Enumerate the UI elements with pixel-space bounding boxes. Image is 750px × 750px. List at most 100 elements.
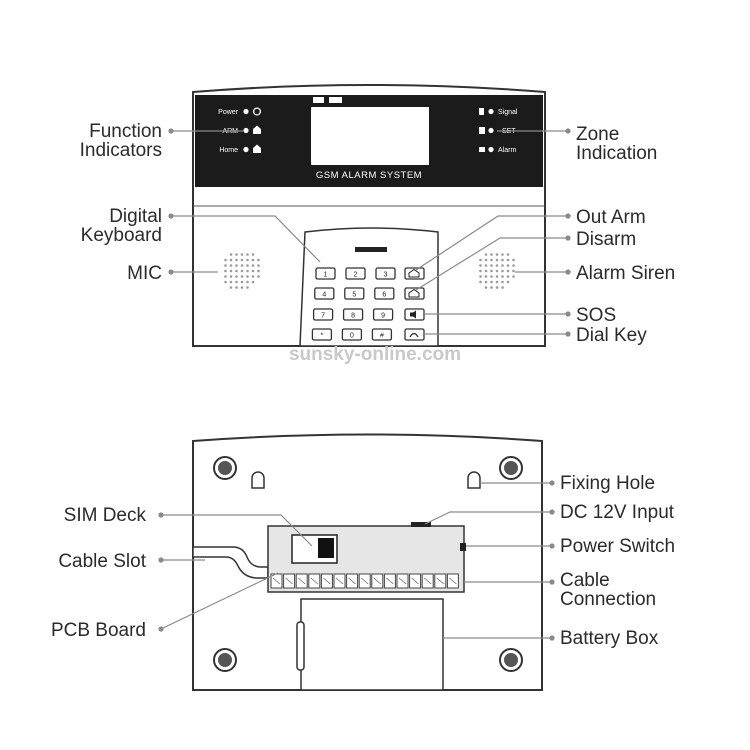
keypad-key-#[interactable]: # [371,328,393,341]
callout-out-arm: Out Arm [576,207,646,228]
back-panel [192,433,543,691]
grille-hole [512,264,515,267]
indicator-led [488,146,494,153]
keypad-key-body [311,328,333,341]
grille-hole [251,275,255,278]
terminal-screw [348,577,356,585]
grille-hole [240,275,244,278]
grille-hole [479,269,482,273]
battery-box [300,598,444,691]
grille-hole [506,280,510,284]
arm-house-icon [253,125,261,134]
grille-hole [512,258,515,262]
grille-hole [484,253,488,256]
terminal-screw [386,577,394,585]
terminal-screw [423,577,432,585]
sos-speaker-icon [410,310,416,319]
grille-hole [224,269,227,273]
grille-hole [501,269,504,273]
grille-hole [490,280,493,284]
keypad-key-body [314,287,335,300]
keypad-key-0[interactable]: 0 [341,328,363,341]
grille-hole [224,280,227,284]
callout-alarm-siren: Alarm Siren [576,263,675,284]
keypad-key-4[interactable]: 4 [314,287,335,300]
dial-key[interactable] [404,328,425,341]
grille-hole [506,253,510,256]
lcd-screen [311,107,429,165]
grille-hole [240,253,244,256]
grille-hole [235,253,238,256]
keypad-key-label: 5 [352,292,356,299]
grille-hole [235,264,238,267]
grille-hole [229,286,233,289]
alarm-icon [479,147,485,152]
leader-out-arm [415,215,568,271]
keypad-key-3[interactable]: 3 [375,267,396,280]
grille-hole [484,264,488,267]
lcd-area: GSM ALARM SYSTEM [311,97,429,181]
keypad-key-body [342,308,364,321]
keypad-key-1[interactable]: 1 [315,267,336,280]
function-keys [404,267,425,341]
keypad-key-label: 2 [354,272,358,279]
sim-card [318,538,334,558]
home-house-icon [253,144,261,153]
keypad-key-9[interactable]: 9 [372,308,394,321]
keypad-key-label: 7 [321,313,325,320]
keypad-key-8[interactable]: 8 [342,308,364,321]
keypad-key-*[interactable]: * [311,328,333,341]
screw-inner [504,461,518,475]
grille-hole [224,258,227,262]
terminal-screw [398,577,407,585]
grille-hole [506,269,510,273]
grille-hole [240,269,244,273]
grille-hole [229,275,233,278]
disarm-house-icon [408,288,420,298]
grille-hole [246,253,249,256]
leader-digital-keyboard [171,215,321,263]
grille-hole [490,264,493,267]
grille-hole [495,264,499,267]
terminal-screw [360,577,369,585]
grille-hole [246,269,249,273]
callout-power-switch: Power Switch [560,536,675,557]
corner-screws [213,456,523,672]
grille-hole [506,264,510,267]
keypad-key-body [345,267,366,280]
keypad-key-6[interactable]: 6 [374,287,395,300]
grille-hole [251,253,255,256]
callout-sos: SOS [576,305,616,326]
keypad-panel [299,227,439,347]
terminal-screw [323,577,331,585]
callout-mic: MIC [127,263,162,284]
grille-hole [246,275,249,278]
keypad-key-5[interactable]: 5 [344,287,365,300]
grille-hole [235,269,238,273]
callout-digital-keyboard-2: Keyboard [81,225,162,246]
indicator-led [243,127,249,134]
keypad-key-body [374,287,395,300]
indicator-label-power: Power [218,109,239,116]
grille-hole [484,275,488,278]
grille-hole [490,269,493,273]
message-icon [329,97,342,103]
keypad-key-2[interactable]: 2 [345,267,366,280]
indicator-led [243,108,249,115]
keypad-key-7[interactable]: 7 [312,308,334,321]
set-icon [479,127,485,134]
callout-function-indicators-1: Function [89,121,162,142]
callout-disarm: Disarm [576,229,636,250]
signal-icon [479,108,484,115]
grille-hole [490,253,493,256]
grille-hole [240,264,244,267]
screw-inner [218,461,232,475]
terminal-screw [436,577,445,585]
fixing-hole-right-keyhole [467,471,481,489]
front-panel: Power ARM Home GSM ALARM SYSTEM Signal S… [192,84,546,365]
front-callouts: Function Indicators Digital Keyboard MIC… [80,121,676,346]
grille-hole [251,280,255,284]
keypad-key-body [341,328,363,341]
power-switch [460,543,466,551]
grille-hole [506,258,510,262]
